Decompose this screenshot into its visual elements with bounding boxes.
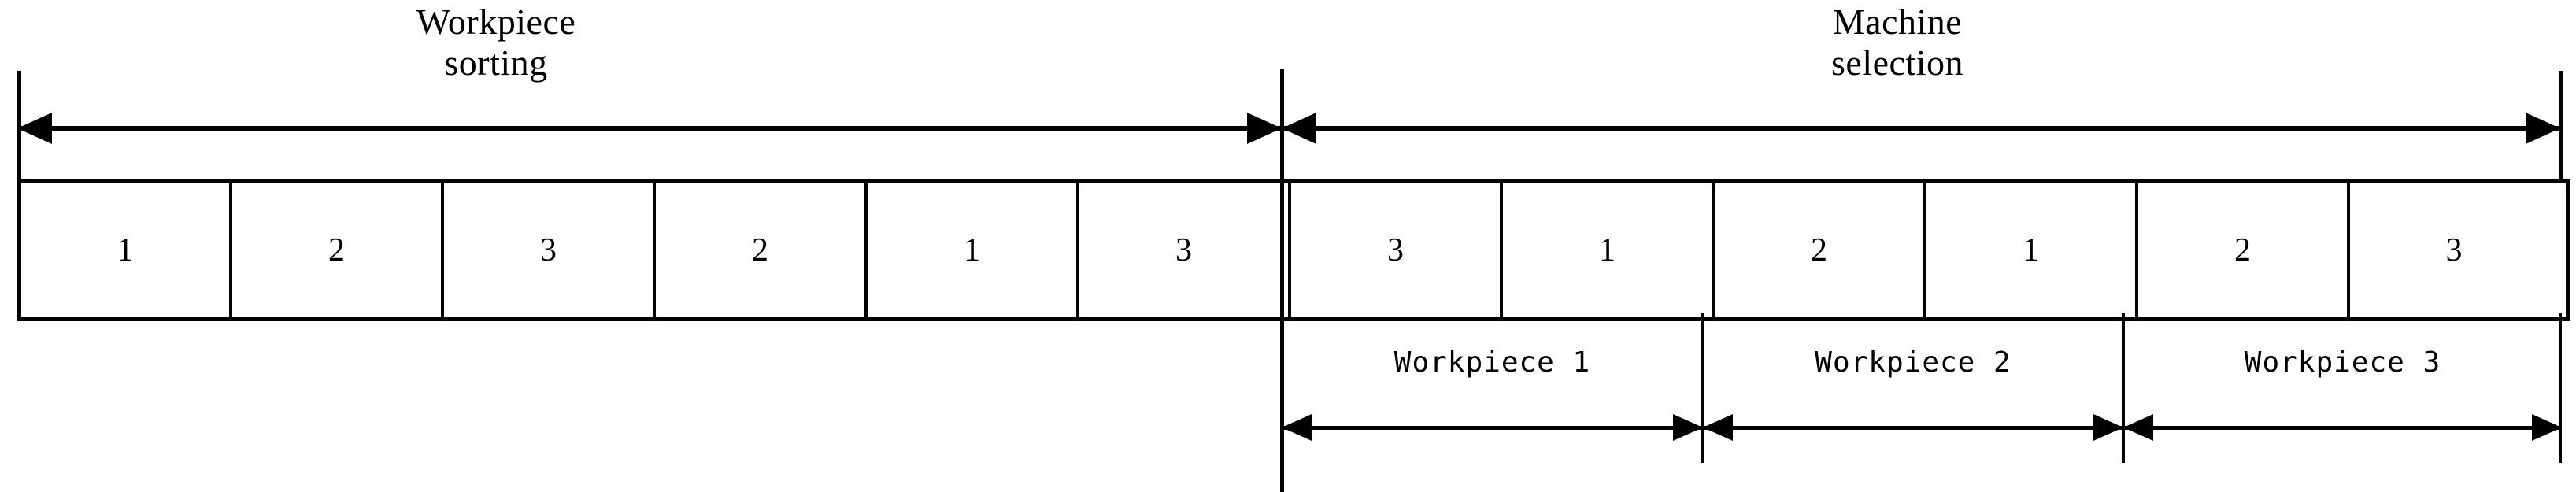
gene-cell-5[interactable]: 1 [964, 232, 980, 268]
arrow-shaft [1282, 425, 1703, 430]
gene-cell-2[interactable]: 2 [328, 232, 345, 268]
cell-separator [864, 183, 868, 317]
arrow-head-left-icon [1703, 414, 1733, 441]
gene-cell-11[interactable]: 2 [2234, 232, 2251, 268]
group-label-workpiece-2: Workpiece 2 [1815, 346, 2012, 379]
group-tick-wp1-wp2 [1701, 313, 1704, 463]
arrow-shaft [17, 126, 1282, 131]
gene-cell-10[interactable]: 1 [2023, 232, 2039, 268]
section-title-workpiece-sorting: Workpiece sorting [416, 2, 576, 83]
arrow-head-right-icon [1247, 113, 1282, 144]
gene-cell-9[interactable]: 2 [1811, 232, 1827, 268]
cell-separator [653, 183, 656, 317]
cell-separator [1712, 183, 1715, 317]
arrow-head-right-icon [2532, 414, 2562, 441]
gene-cell-8[interactable]: 1 [1599, 232, 1616, 268]
gene-cell-1[interactable]: 1 [117, 232, 134, 268]
gene-cell-12[interactable]: 3 [2445, 232, 2463, 268]
arrow-shaft [1703, 425, 2123, 430]
arrow-shaft [2123, 425, 2562, 430]
cell-separator [229, 183, 232, 317]
chromosome-table: 1 2 3 2 1 3 3 1 2 1 2 3 [17, 179, 2570, 321]
arrow-head-right-icon [1673, 414, 1703, 441]
gene-cell-4[interactable]: 2 [752, 232, 768, 268]
span-arrow-workpiece-sorting [17, 113, 1282, 144]
cell-separator [1076, 183, 1079, 317]
group-label-workpiece-3: Workpiece 3 [2244, 346, 2441, 379]
arrow-head-right-icon [2526, 113, 2560, 144]
group-arrow-workpiece-3 [2123, 412, 2562, 443]
center-divider-line [1280, 69, 1284, 492]
arrow-head-left-icon [1282, 113, 1316, 144]
span-arrow-machine-selection [1282, 113, 2560, 144]
arrow-head-left-icon [17, 113, 52, 144]
gene-cell-6[interactable]: 3 [1175, 232, 1192, 268]
cell-separator [2347, 183, 2350, 317]
cell-separator [441, 183, 444, 317]
arrow-shaft [1282, 126, 2560, 131]
group-arrow-workpiece-2 [1703, 412, 2123, 443]
span-tick-right-outer [2559, 71, 2563, 181]
group-label-workpiece-1: Workpiece 1 [1393, 346, 1591, 379]
group-tick-wp2-wp3 [2122, 313, 2125, 463]
group-tick-right-end [2559, 313, 2562, 463]
arrow-head-left-icon [2123, 414, 2153, 441]
cell-separator [2135, 183, 2138, 317]
arrow-head-left-icon [1282, 414, 1312, 441]
cell-separator [1923, 183, 1926, 317]
arrow-head-right-icon [2093, 414, 2123, 441]
cell-separator [1500, 183, 1503, 317]
section-title-machine-selection: Machine selection [1831, 2, 1963, 83]
cell-separator [1288, 183, 1291, 317]
gene-cell-3[interactable]: 3 [540, 232, 557, 268]
group-arrow-workpiece-1 [1282, 412, 1703, 443]
gene-cell-7[interactable]: 3 [1387, 232, 1404, 268]
